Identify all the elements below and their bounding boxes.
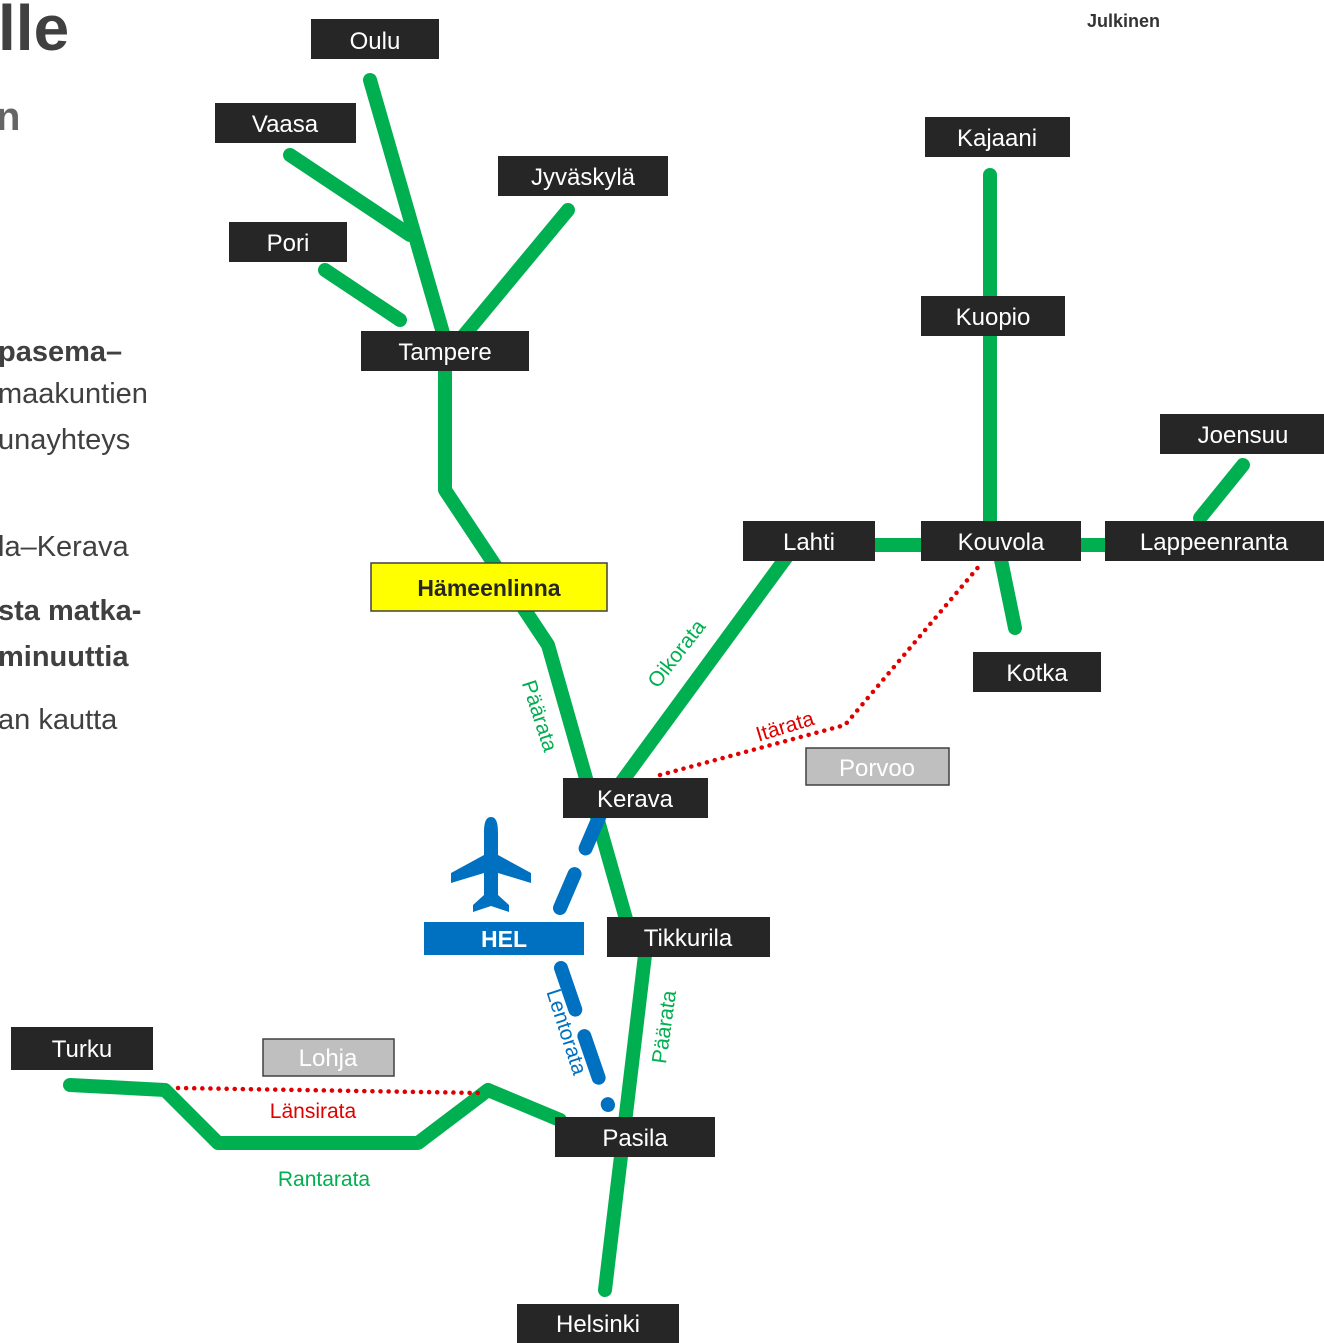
station-pasila: Pasila bbox=[555, 1117, 715, 1157]
rail-paarata-north bbox=[438, 338, 639, 947]
svg-text:Kerava: Kerava bbox=[597, 786, 674, 813]
svg-text:Porvoo: Porvoo bbox=[839, 755, 915, 782]
rail-lentorata-north bbox=[553, 801, 610, 915]
station-lohja: Lohja bbox=[262, 1038, 395, 1077]
svg-text:Joensuu: Joensuu bbox=[1198, 422, 1289, 449]
station-vaasa: Vaasa bbox=[215, 103, 356, 143]
bullet-line-3: unayhteys bbox=[0, 424, 131, 456]
rail-jyvaskyla-tampere bbox=[453, 203, 575, 347]
svg-text:Jyväskylä: Jyväskylä bbox=[531, 164, 636, 191]
station-kotka: Kotka bbox=[973, 652, 1101, 692]
svg-text:Lohja: Lohja bbox=[299, 1045, 358, 1072]
classification-label: Julkinen bbox=[1087, 11, 1161, 31]
slide-subtitle: n bbox=[0, 95, 21, 139]
svg-text:Hämeenlinna: Hämeenlinna bbox=[417, 575, 560, 601]
svg-text:Tikkurila: Tikkurila bbox=[644, 925, 733, 952]
bullet-line-6: minuuttia bbox=[0, 641, 129, 673]
station-joensuu: Joensuu bbox=[1160, 414, 1324, 454]
slide-title: lle bbox=[0, 0, 70, 64]
svg-text:Kajaani: Kajaani bbox=[957, 125, 1037, 152]
svg-text:Lahti: Lahti bbox=[783, 529, 835, 556]
svg-text:Lappeenranta: Lappeenranta bbox=[1140, 529, 1289, 556]
rail-lansirata bbox=[175, 1085, 483, 1096]
station-hameenlinna: Hämeenlinna bbox=[370, 562, 608, 612]
bullet-line-2: maakuntien bbox=[0, 378, 148, 410]
svg-text:Kotka: Kotka bbox=[1006, 660, 1068, 687]
bullet-line-1: pasema– bbox=[0, 336, 123, 368]
station-pori: Pori bbox=[229, 222, 347, 262]
svg-text:Pasila: Pasila bbox=[602, 1125, 668, 1152]
station-kerava: Kerava bbox=[563, 778, 708, 818]
rail-lentorata-south bbox=[554, 961, 615, 1112]
station-kajaani: Kajaani bbox=[925, 117, 1070, 157]
rail-kouvola-kotka bbox=[993, 548, 1022, 635]
rail-rantarata bbox=[63, 1078, 567, 1150]
label-rantarata: Rantarata bbox=[278, 1168, 371, 1191]
station-porvoo: Porvoo bbox=[805, 747, 950, 786]
svg-text:Kouvola: Kouvola bbox=[958, 529, 1045, 556]
station-turku: Turku bbox=[11, 1027, 153, 1070]
station-helsinki: Helsinki bbox=[517, 1304, 679, 1343]
station-kouvola: Kouvola bbox=[921, 521, 1081, 561]
planned-lines bbox=[175, 562, 983, 1096]
station-kuopio: Kuopio bbox=[921, 296, 1065, 336]
bullet-line-4: la–Kerava bbox=[0, 531, 129, 563]
airport-line bbox=[553, 801, 615, 1112]
station-tikkurila: Tikkurila bbox=[607, 917, 770, 957]
rail-oulu-tampere bbox=[363, 73, 452, 347]
svg-text:Turku: Turku bbox=[52, 1036, 112, 1063]
line-labels: Oikorata Päärata Itärata Lentorata Päära… bbox=[270, 615, 817, 1191]
svg-text:Kuopio: Kuopio bbox=[956, 304, 1031, 331]
svg-text:Helsinki: Helsinki bbox=[556, 1311, 640, 1338]
bullet-line-5: sta matka- bbox=[0, 595, 142, 627]
rail-itarata bbox=[657, 562, 983, 778]
rail-joensuu-lappeenranta bbox=[1193, 458, 1250, 525]
station-tampere: Tampere bbox=[361, 331, 529, 371]
label-paarata-south: Päärata bbox=[648, 989, 681, 1065]
svg-text:Vaasa: Vaasa bbox=[252, 111, 319, 138]
bullet-line-7: an kautta bbox=[0, 704, 118, 736]
station-oulu: Oulu bbox=[311, 19, 439, 59]
svg-text:HEL: HEL bbox=[481, 926, 527, 952]
airplane-icon bbox=[451, 817, 531, 912]
svg-text:Pori: Pori bbox=[267, 230, 310, 257]
label-lansirata: Länsirata bbox=[270, 1100, 357, 1123]
rail-pori-tampere bbox=[318, 263, 407, 327]
rail-oikorata bbox=[605, 548, 795, 802]
svg-text:Tampere: Tampere bbox=[398, 339, 491, 366]
stations: Oulu Vaasa Jyväskylä Pori Tampere Kajaan… bbox=[11, 19, 1324, 1343]
rail-vaasa-branch bbox=[283, 148, 417, 242]
svg-text:Oulu: Oulu bbox=[350, 28, 401, 55]
station-lahti: Lahti bbox=[743, 521, 875, 561]
station-lappeenranta: Lappeenranta bbox=[1105, 521, 1324, 561]
station-hel-airport: HEL bbox=[424, 922, 584, 955]
station-jyvaskyla: Jyväskylä bbox=[498, 156, 668, 196]
